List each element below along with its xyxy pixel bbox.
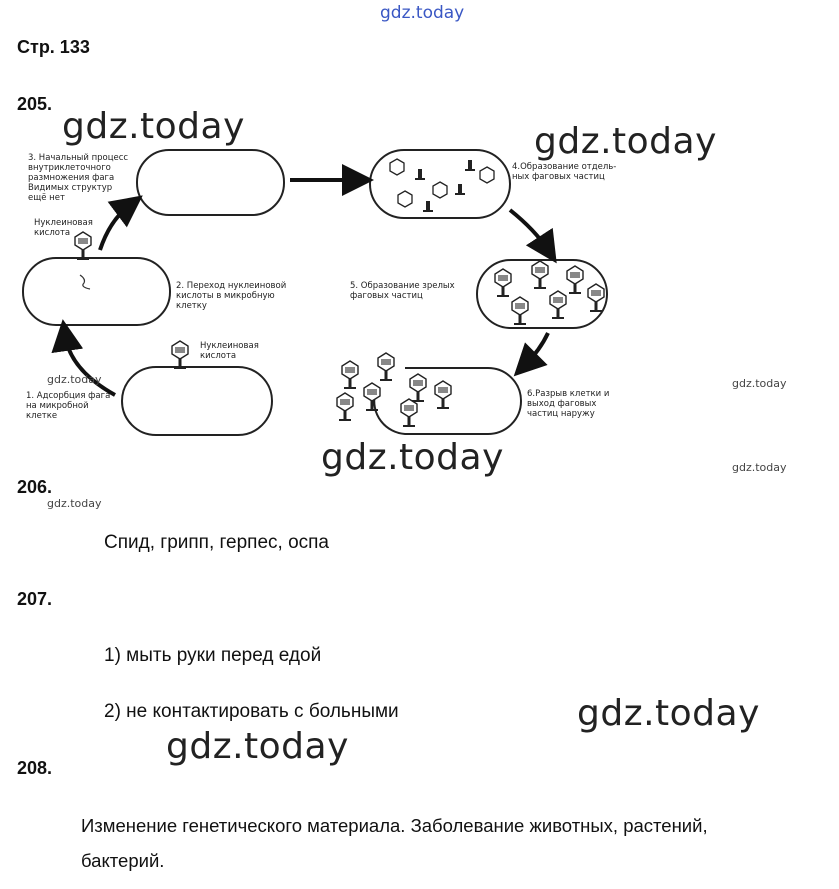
watermark: gdz.today xyxy=(166,726,349,767)
stage-3-label: 3. Начальный процесс внутриклеточного ра… xyxy=(28,153,129,203)
watermark-small: gdz.today xyxy=(732,461,787,474)
task-208-answer-line-1: Изменение генетического материала. Забол… xyxy=(81,815,708,836)
stage-4-label: 4.Образование отдель- ных фаговых частиц xyxy=(512,162,617,182)
phage-adsorbed-icon xyxy=(171,340,189,369)
watermark: gdz.today xyxy=(577,693,760,734)
cell-stage-2 xyxy=(22,257,171,326)
header-watermark: gdz.today xyxy=(380,3,465,23)
cell-stage-6 xyxy=(373,367,522,435)
arrow-5-to-6 xyxy=(513,332,550,377)
arrow-1-to-2 xyxy=(51,319,116,397)
stage-1-label: 1. Адсорбция фага на микробной клетке xyxy=(26,391,111,421)
cell-stage-1 xyxy=(121,366,273,436)
nucleic-acid-top-label: Нуклеиновая кислота xyxy=(34,218,93,238)
stage-6-label: 6.Разрыв клетки и выход фаговых частиц н… xyxy=(527,389,610,419)
task-207-item-1: 1) мыть руки перед едой xyxy=(104,645,322,666)
task-206-number: 206. xyxy=(17,477,53,497)
arrow-4-to-5 xyxy=(508,208,557,264)
task-206-answer: Спид, грипп, герпес, оспа xyxy=(104,532,329,553)
arrow-2-to-3 xyxy=(98,195,143,251)
stage-2-label: 2. Переход нуклеиновой кислоты в микробн… xyxy=(176,281,287,311)
watermark-small: gdz.today xyxy=(47,497,102,510)
task-207-item-2: 2) не контактировать с больными xyxy=(104,701,399,722)
watermark-small: gdz.today xyxy=(732,377,787,390)
task-207-number: 207. xyxy=(17,589,53,609)
nucleic-acid-bottom-label: Нуклеиновая кислота xyxy=(200,341,259,361)
task-205-number: 205. xyxy=(17,94,53,114)
watermark: gdz.today xyxy=(321,437,504,478)
watermark-small: gdz.today xyxy=(47,373,102,386)
watermark: gdz.today xyxy=(534,121,717,162)
stage-5-label: 5. Образование зрелых фаговых частиц xyxy=(350,281,455,301)
page-title: Стр. 133 xyxy=(17,37,90,57)
watermark: gdz.today xyxy=(62,106,245,147)
task-208-number: 208. xyxy=(17,758,53,778)
task-208-answer-line-2: бактерий. xyxy=(81,850,165,871)
cell-stage-3 xyxy=(136,149,285,216)
